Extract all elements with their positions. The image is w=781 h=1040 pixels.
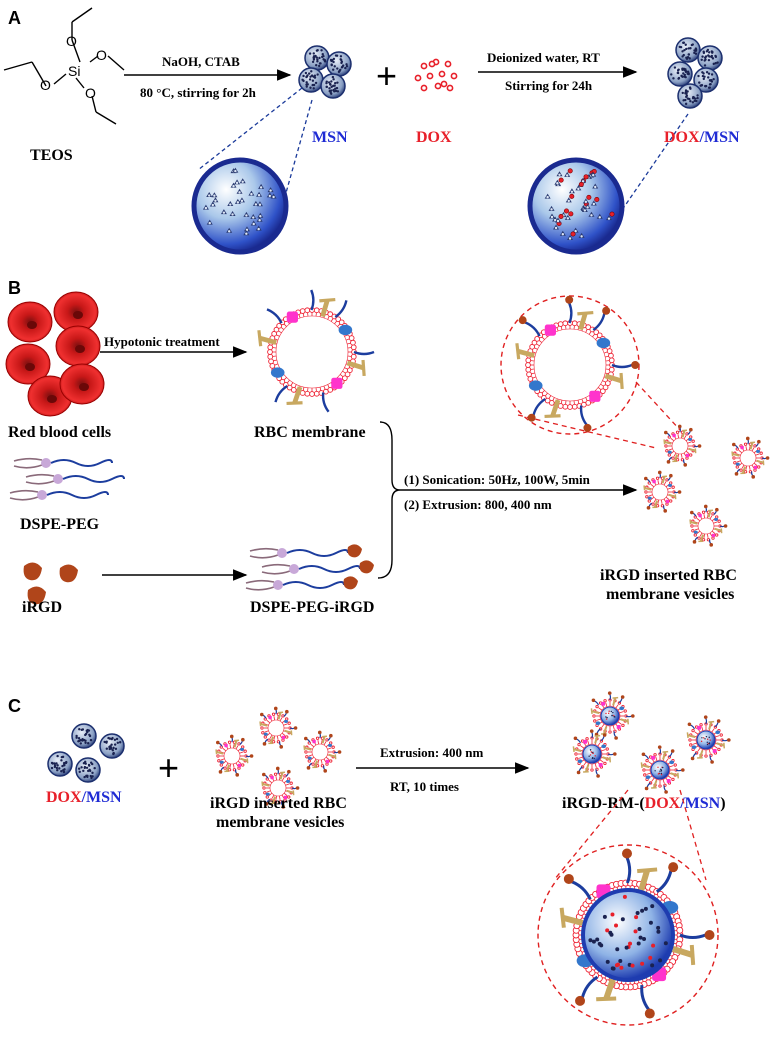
teos-o-left: O [40, 77, 51, 93]
vesicles-label-b-1: iRGD inserted RBC [600, 567, 737, 584]
dox-msn-label-c-slash: / [81, 789, 87, 806]
dox-molecule [426, 72, 434, 80]
dox-molecule [450, 72, 458, 80]
irgd-vesicles-b [643, 424, 770, 547]
dox-msn-label-dox: DOX [664, 129, 700, 146]
vesicles-label-b-2: membrane vesicles [606, 586, 734, 603]
dox-msn-label-slash: / [699, 129, 705, 146]
dspe-peg-irgd-molecules [245, 544, 374, 591]
zoom-line-b-1 [635, 381, 681, 431]
dox-molecule [420, 84, 428, 92]
zoom-line-dox-msn [621, 113, 689, 211]
irgd-peptide [59, 564, 78, 583]
msn-particle [99, 733, 125, 759]
irgd-peptide [27, 586, 46, 605]
dox-msn-enlarged-sphere [527, 157, 625, 255]
teos-si: Si [68, 63, 80, 79]
dspe-peg-molecules [9, 457, 125, 501]
msn-particle [47, 751, 73, 777]
plus-sign-a: + [376, 55, 397, 96]
dox-label: DOX [416, 129, 452, 146]
panel-label-b: B [8, 278, 21, 298]
extrusion-step-c: Extrusion: 400 nm [380, 745, 483, 760]
vesicles-label-c-2: membrane vesicles [216, 814, 344, 831]
extrusion-step: (2) Extrusion: 800, 400 nm [404, 497, 552, 512]
dox-msn-label-c-dox: DOX [46, 789, 82, 806]
zoom-line-left [197, 87, 303, 171]
panel-label-c: C [8, 696, 21, 716]
rbc-membrane-label: RBC membrane [254, 424, 366, 441]
zoom-line-c-1 [553, 789, 629, 881]
rbc-membrane-vesicle [257, 289, 375, 413]
rbc-label: Red blood cells [8, 424, 111, 441]
irgd-rm-dox-msn-zoom [559, 848, 715, 1019]
step1-reagents: NaOH, CTAB [162, 54, 240, 69]
sonication-step: (1) Sonication: 50Hz, 100W, 5min [404, 472, 591, 487]
zoom-line-b-2 [517, 414, 657, 449]
product-label-suffix: ) [720, 795, 725, 812]
msn-cluster [298, 45, 352, 99]
teos-structure [3, 7, 125, 125]
dox-msn-label-msn: MSN [704, 129, 740, 146]
panel-label-a: A [8, 8, 21, 28]
plus-sign-c: + [158, 747, 179, 788]
dox-molecule [446, 84, 454, 92]
irgd-peptides [23, 562, 78, 605]
dox-molecule [434, 82, 442, 90]
dox-molecule [440, 80, 448, 88]
vesicles-label-c-1: iRGD inserted RBC [210, 795, 347, 812]
dox-msn-label-c-msn: MSN [86, 789, 122, 806]
zoom-line-right [283, 99, 313, 201]
dox-molecule [420, 62, 428, 70]
dox-molecule [444, 60, 452, 68]
dox-msn-label-c: DOX/MSN [46, 789, 122, 806]
zoom-line-c-2 [679, 789, 707, 881]
dox-molecules [414, 58, 458, 92]
dox-msn-nanoparticles-c [47, 723, 125, 783]
dspe-peg-irgd-label: DSPE-PEG-iRGD [250, 599, 374, 616]
hypotonic-label: Hypotonic treatment [104, 334, 220, 349]
teos-o-right: O [96, 47, 107, 63]
irgd-vesicles-c [215, 706, 342, 809]
msn-label: MSN [312, 129, 348, 146]
dox-molecule [438, 70, 446, 78]
extrusion-times-c: RT, 10 times [390, 779, 459, 794]
step2-conditions-bottom: Stirring for 24h [505, 78, 593, 93]
irgd-rm-dox-msn-particles [572, 691, 731, 794]
teos-label: TEOS [30, 147, 73, 164]
msn-enlarged-sphere [191, 157, 289, 255]
product-label-dox: DOX [645, 795, 681, 812]
product-label-slash: / [679, 795, 685, 812]
msn-particle [697, 45, 723, 71]
red-blood-cells [5, 291, 105, 417]
dox-msn-cluster [667, 37, 723, 109]
product-label-prefix: iRGD-RM-( [562, 795, 645, 812]
teos-o-top: O [66, 33, 77, 49]
irgd-label: iRGD [22, 599, 62, 616]
product-label-msn: MSN [685, 795, 721, 812]
teos-o-bottom: O [85, 85, 96, 101]
product-label-c: iRGD-RM-(DOX/MSN) [562, 795, 726, 812]
irgd-vesicle-zoom [515, 295, 640, 432]
combine-brace [377, 421, 401, 579]
irgd-peptide [23, 562, 42, 581]
step2-conditions-top: Deionized water, RT [487, 50, 600, 65]
zoom-circle-c [537, 844, 719, 1026]
dox-molecule [414, 74, 422, 82]
dspe-peg-label: DSPE-PEG [20, 516, 100, 533]
dox-molecule [428, 60, 436, 68]
step1-conditions: 80 °C, stirring for 2h [140, 85, 257, 100]
dox-msn-label: DOX/MSN [664, 129, 740, 146]
